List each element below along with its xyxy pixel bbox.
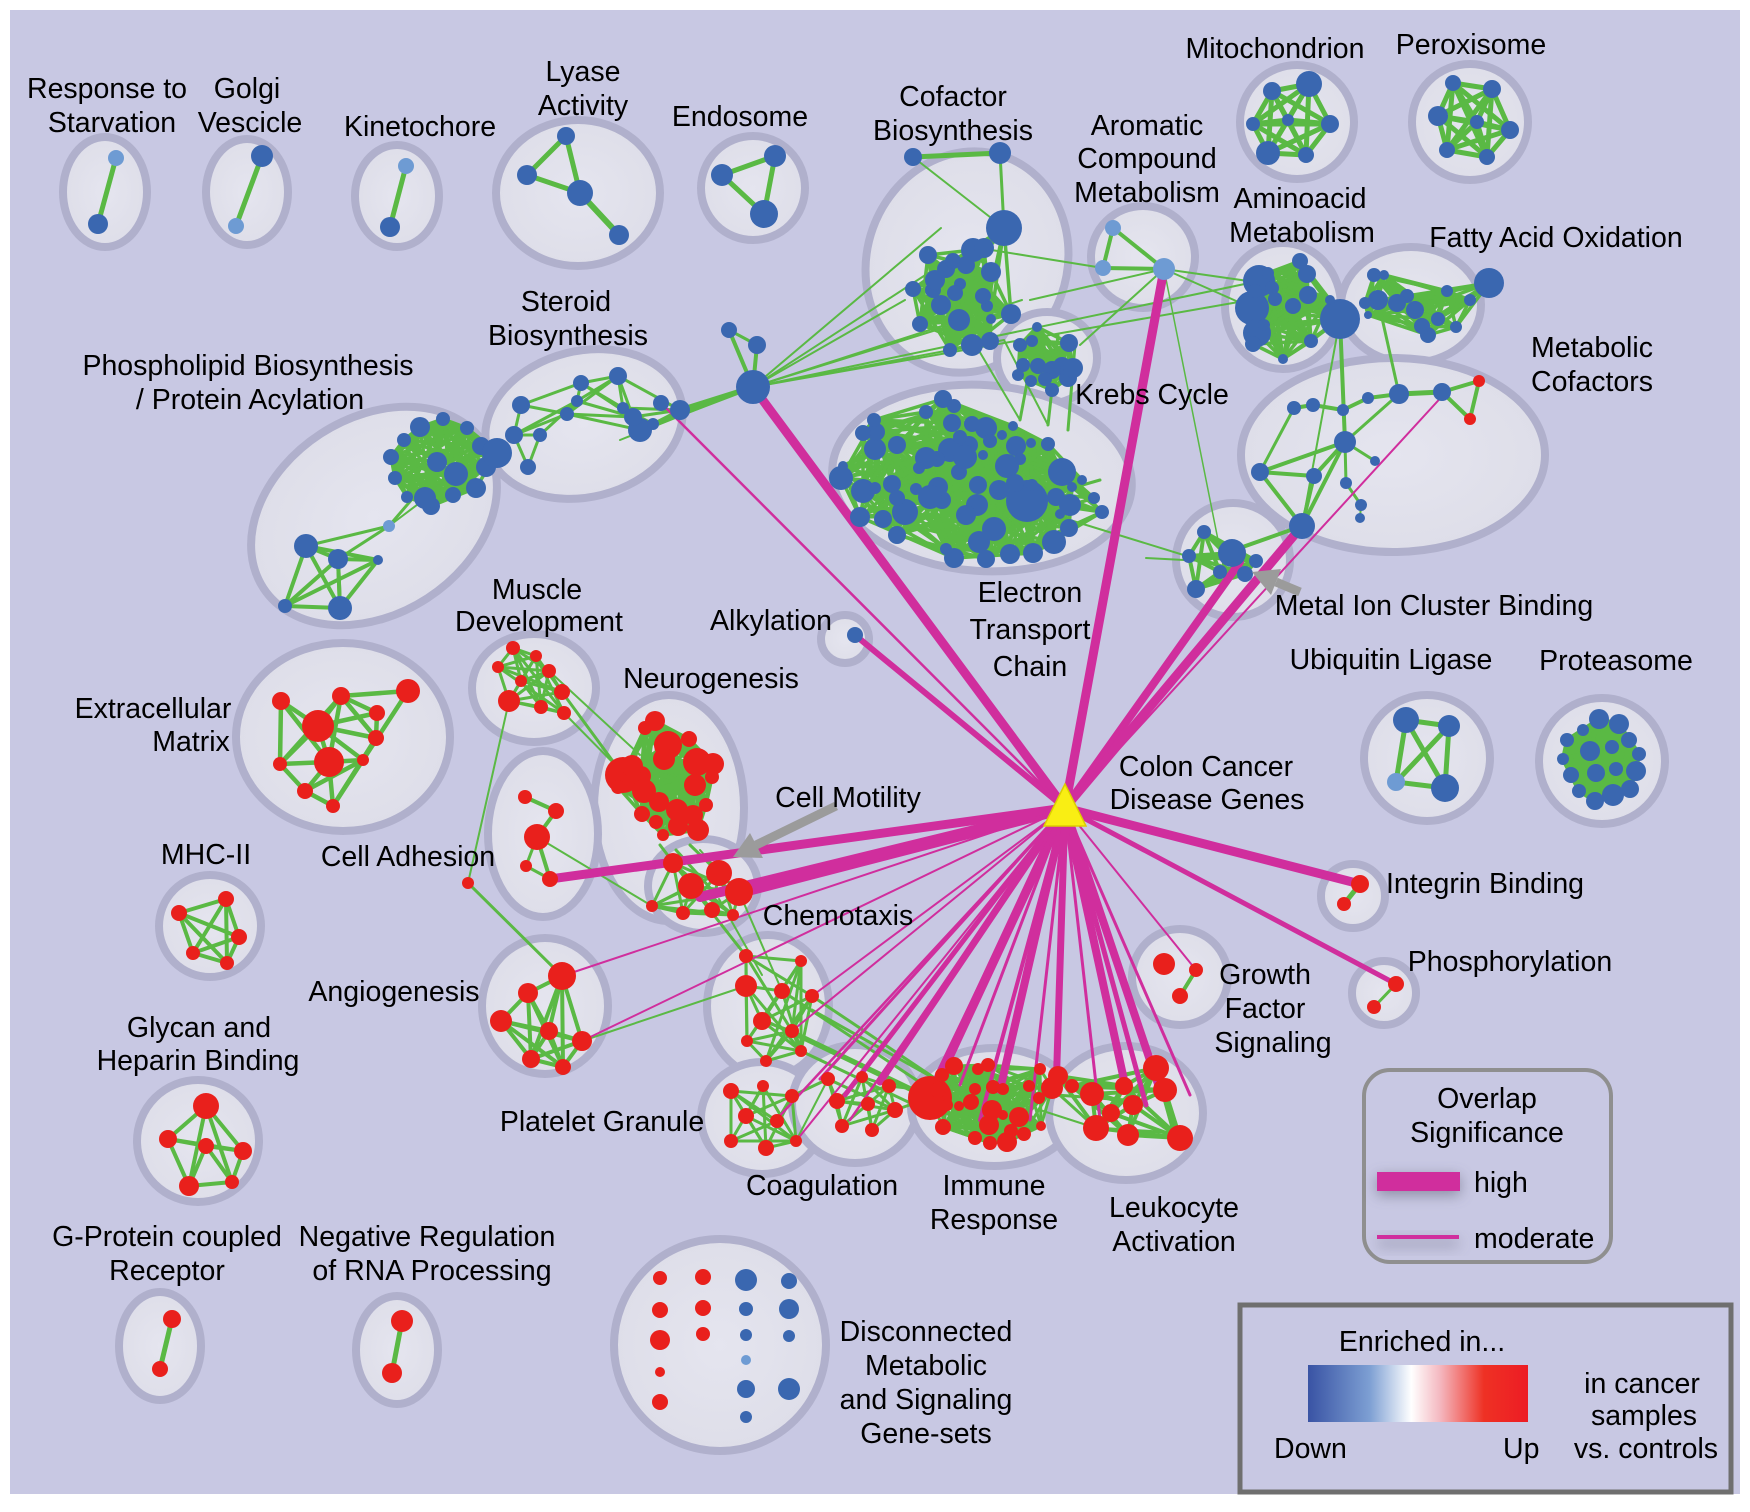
svg-text:Metabolism: Metabolism	[1074, 177, 1220, 209]
svg-text:Phospholipid Biosynthesis: Phospholipid Biosynthesis	[82, 350, 413, 382]
svg-text:Gene-sets: Gene-sets	[860, 1418, 991, 1450]
svg-text:Activation: Activation	[1112, 1226, 1236, 1258]
svg-text:Proteasome: Proteasome	[1539, 645, 1693, 677]
svg-text:Response: Response	[930, 1204, 1058, 1236]
svg-text:/ Protein Acylation: / Protein Acylation	[136, 384, 364, 416]
svg-text:Colon Cancer: Colon Cancer	[1119, 751, 1294, 783]
svg-text:Leukocyte: Leukocyte	[1109, 1192, 1239, 1224]
svg-text:Growth: Growth	[1219, 959, 1311, 991]
svg-text:in cancer: in cancer	[1584, 1368, 1700, 1400]
svg-text:Enriched in...: Enriched in...	[1339, 1326, 1505, 1358]
svg-text:Response to: Response to	[27, 73, 187, 105]
svg-text:samples: samples	[1591, 1400, 1697, 1432]
svg-text:Development: Development	[455, 606, 623, 638]
svg-text:Disconnected: Disconnected	[840, 1316, 1013, 1348]
svg-text:Steroid: Steroid	[521, 286, 611, 318]
svg-text:Compound: Compound	[1077, 143, 1216, 175]
svg-text:Electron: Electron	[978, 577, 1083, 609]
svg-text:Overlap: Overlap	[1437, 1083, 1537, 1115]
svg-text:Negative Regulation: Negative Regulation	[299, 1221, 556, 1253]
svg-text:Cell Adhesion: Cell Adhesion	[321, 841, 495, 873]
svg-text:moderate: moderate	[1474, 1223, 1594, 1255]
svg-text:Endosome: Endosome	[672, 101, 808, 133]
svg-text:Integrin Binding: Integrin Binding	[1386, 868, 1584, 900]
svg-text:Heparin Binding: Heparin Binding	[97, 1045, 300, 1077]
svg-text:Down: Down	[1274, 1433, 1347, 1465]
svg-text:G-Protein coupled: G-Protein coupled	[52, 1221, 282, 1253]
svg-text:Metabolic: Metabolic	[865, 1350, 987, 1382]
svg-text:Lyase: Lyase	[546, 56, 621, 88]
svg-text:Starvation: Starvation	[48, 107, 176, 139]
svg-text:Aromatic: Aromatic	[1091, 110, 1203, 142]
svg-text:MHC-II: MHC-II	[161, 839, 251, 871]
svg-text:Mitochondrion: Mitochondrion	[1185, 33, 1364, 65]
svg-text:Fatty Acid Oxidation: Fatty Acid Oxidation	[1429, 222, 1682, 254]
svg-text:Metabolism: Metabolism	[1229, 217, 1375, 249]
svg-text:Up: Up	[1503, 1433, 1539, 1465]
svg-text:Cofactor: Cofactor	[899, 81, 1007, 113]
svg-text:Coagulation: Coagulation	[746, 1170, 898, 1202]
svg-text:Krebs Cycle: Krebs Cycle	[1075, 379, 1229, 411]
svg-text:Activity: Activity	[538, 90, 629, 122]
svg-text:of RNA Processing: of RNA Processing	[312, 1255, 551, 1287]
svg-text:Vescicle: Vescicle	[198, 107, 303, 139]
svg-text:and Signaling: and Signaling	[840, 1384, 1013, 1416]
svg-text:Neurogenesis: Neurogenesis	[623, 663, 799, 695]
svg-text:Signaling: Signaling	[1214, 1027, 1331, 1059]
svg-text:high: high	[1474, 1167, 1528, 1199]
svg-text:Transport: Transport	[970, 614, 1091, 646]
svg-text:Metal Ion Cluster Binding: Metal Ion Cluster Binding	[1275, 590, 1593, 622]
svg-text:Significance: Significance	[1410, 1117, 1564, 1149]
svg-text:Metabolic: Metabolic	[1531, 332, 1653, 364]
svg-text:Biosynthesis: Biosynthesis	[873, 115, 1033, 147]
svg-text:Golgi: Golgi	[214, 73, 281, 105]
svg-text:Ubiquitin Ligase: Ubiquitin Ligase	[1290, 644, 1493, 676]
svg-text:Immune: Immune	[943, 1170, 1046, 1202]
svg-text:Peroxisome: Peroxisome	[1396, 29, 1546, 61]
svg-text:Disease Genes: Disease Genes	[1110, 784, 1305, 816]
svg-text:Factor: Factor	[1225, 993, 1306, 1025]
svg-text:Alkylation: Alkylation	[710, 605, 832, 637]
svg-text:Glycan and: Glycan and	[127, 1012, 271, 1044]
svg-text:Matrix: Matrix	[152, 726, 230, 758]
svg-text:Kinetochore: Kinetochore	[344, 111, 496, 143]
svg-text:Platelet Granule: Platelet Granule	[500, 1106, 704, 1138]
svg-text:Muscle: Muscle	[492, 574, 582, 606]
svg-text:Chain: Chain	[993, 651, 1067, 683]
svg-text:Biosynthesis: Biosynthesis	[488, 320, 648, 352]
svg-text:Chemotaxis: Chemotaxis	[763, 900, 913, 932]
svg-text:Aminoacid: Aminoacid	[1233, 183, 1366, 215]
svg-text:vs. controls: vs. controls	[1574, 1433, 1718, 1465]
svg-text:Receptor: Receptor	[109, 1255, 225, 1287]
svg-text:Extracellular: Extracellular	[75, 693, 232, 725]
svg-text:Angiogenesis: Angiogenesis	[308, 976, 479, 1008]
svg-text:Cofactors: Cofactors	[1531, 366, 1653, 398]
svg-text:Phosphorylation: Phosphorylation	[1408, 946, 1612, 978]
svg-text:Cell Motility: Cell Motility	[775, 782, 921, 814]
